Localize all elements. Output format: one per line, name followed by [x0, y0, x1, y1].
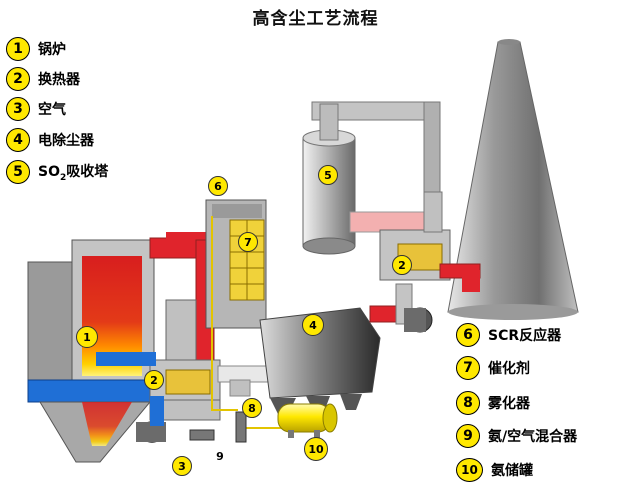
legend-label: 催化剂 [488, 361, 530, 377]
legend-item-mixer: 9 氨/空气混合器 [456, 424, 577, 448]
legend-label: 空气 [38, 102, 66, 118]
legend-item-atomizer: 8 雾化器 [456, 391, 530, 415]
marker-ammonia-tank: 10 [304, 437, 328, 461]
legend-item-air: 3 空气 [6, 97, 66, 121]
legend-item-catalyst: 7 催化剂 [456, 356, 530, 380]
legend-item-ammonia-tank: 10 氨储罐 [456, 458, 533, 482]
legend-number: 2 [6, 67, 30, 91]
ammonia-tank [277, 403, 338, 438]
marker-catalyst: 7 [238, 232, 258, 252]
marker-heat-exchanger-left: 2 [144, 370, 164, 390]
marker-boiler: 1 [76, 326, 98, 348]
absorber-tower [302, 101, 441, 255]
legend-number: 8 [456, 391, 480, 415]
label-post: 吸收塔 [66, 164, 109, 181]
legend-label: 锅炉 [38, 42, 66, 58]
scr-reactor [205, 199, 267, 329]
atomizer [235, 411, 247, 443]
legend-number: 9 [456, 424, 480, 448]
legend-item-absorber: 5 SO2吸收塔 [6, 160, 108, 184]
marker-precipitator: 4 [302, 314, 324, 336]
legend-label: 氨/空气混合器 [488, 429, 578, 445]
label-pre: SO [38, 164, 60, 181]
legend-number: 7 [456, 356, 480, 380]
legend-label: 氨储罐 [491, 463, 533, 479]
legend-number: 10 [456, 458, 483, 482]
marker-absorber: 5 [318, 165, 338, 185]
legend-label: 换热器 [38, 72, 80, 88]
induced-draft-fan [404, 307, 433, 333]
left-heat-exchanger-housing [96, 352, 221, 421]
legend-number: 4 [6, 128, 30, 152]
right-heat-exchanger-housing [349, 191, 481, 292]
legend-number: 6 [456, 323, 480, 347]
marker-mixer: 9 [216, 449, 224, 463]
legend-number: 3 [6, 97, 30, 121]
mixer [189, 429, 215, 441]
legend-item-scr-reactor: 6 SCR反应器 [456, 323, 561, 347]
duct-to-precipitator [217, 365, 269, 397]
marker-atomizer: 8 [242, 398, 262, 418]
boiler [27, 239, 155, 463]
legend-item-heat-exchanger: 2 换热器 [6, 67, 80, 91]
legend-number: 5 [6, 160, 30, 184]
marker-heat-exchanger-right: 2 [392, 255, 412, 275]
diagram-title: 高含尘工艺流程 [252, 9, 379, 29]
marker-air: 3 [172, 456, 192, 476]
label-sub: 2 [59, 172, 67, 183]
marker-scr-reactor: 6 [208, 176, 228, 196]
legend-number: 1 [6, 37, 30, 61]
legend-item-precipitator: 4 电除尘器 [6, 128, 94, 152]
legend-label: SO2吸收塔 [38, 161, 108, 183]
legend-label: 雾化器 [488, 396, 530, 412]
legend-label: 电除尘器 [38, 133, 94, 149]
legend-label: SCR反应器 [488, 328, 562, 344]
air-fan [136, 396, 166, 443]
legend-item-boiler: 1 锅炉 [6, 37, 66, 61]
chimney-stack [447, 39, 579, 320]
